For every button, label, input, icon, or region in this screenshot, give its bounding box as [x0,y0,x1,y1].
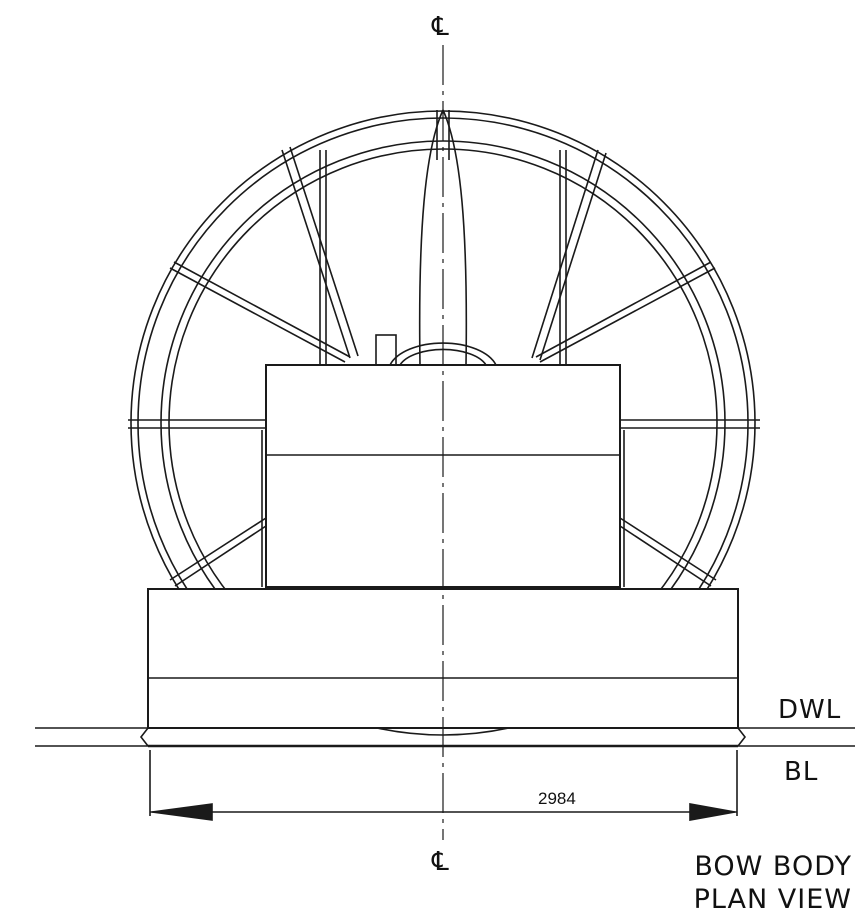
dimension-value: 2984 [538,789,576,808]
dwl-label: DWL [778,695,842,725]
hub [375,334,497,366]
centerline-label-top: ℄ [432,12,449,42]
waterlines [35,727,855,748]
bl-label: BL [784,757,819,787]
dimension-line [149,750,738,821]
drawing-title-line-1: BOW BODY [694,851,852,882]
central-fairing [418,109,468,366]
drawing-title-line-2: PLAN VIEW [693,884,852,915]
spokes [169,146,717,587]
horizontal-rail [128,419,760,429]
centerline-label-bottom: ℄ [432,847,449,877]
